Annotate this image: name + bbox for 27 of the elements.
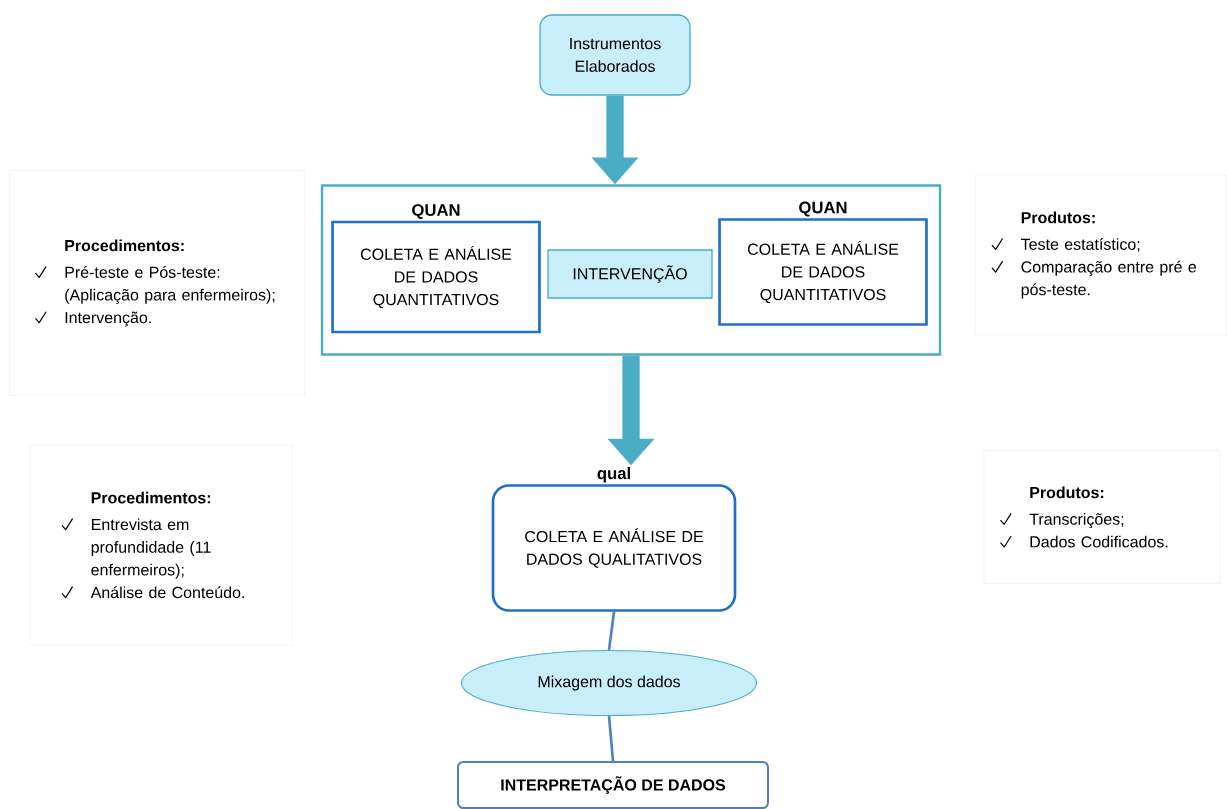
list-item: Pré-teste e Pós-teste: (Aplicação para enfermeiros);	[65, 266, 275, 304]
rounded-box: Instrumentos Elaborados	[539, 14, 691, 96]
list-item: Intervenção.	[65, 311, 151, 327]
process-box: INTERVENÇÃO	[547, 249, 713, 299]
ellipse-node: Mixagem dos dados	[461, 649, 757, 717]
list-item: Dados Codificados.	[1030, 535, 1168, 548]
list-item: Análise de Conteúdo.	[90, 586, 244, 599]
panel-heading: Produtos:	[1030, 486, 1104, 499]
box-heading: QUAN	[799, 201, 847, 217]
panel-heading: Produtos:	[1021, 211, 1095, 224]
process-box: COLETA E ANÁLISE DE DADOS QUALITATIVOS	[491, 484, 737, 612]
frame-box	[320, 184, 942, 356]
text-panel	[9, 170, 305, 396]
text-panel	[983, 450, 1221, 584]
text-panel	[29, 444, 293, 646]
list-item: Entrevista em profundidade (11 enfermeiros);	[91, 518, 211, 579]
text-panel	[974, 174, 1227, 336]
list-item: Transcrições;	[1029, 513, 1124, 529]
panel-heading: Procedimentos:	[91, 491, 211, 504]
process-box: COLETA E ANÁLISE DE DADOS QUANTITATIVOS	[331, 220, 541, 334]
process-box: INTERPRETAÇÃO DE DADOS	[457, 761, 769, 809]
list-item: Teste estatístico;	[1021, 238, 1140, 252]
panel-heading: Procedimentos:	[65, 239, 184, 252]
list-item: Comparação entre pré e pós-teste.	[1021, 260, 1196, 299]
box-heading: QUAN	[412, 204, 460, 220]
box-heading: qual	[597, 467, 630, 483]
process-box: COLETA E ANÁLISE DE DADOS QUANTITATIVOS	[718, 218, 928, 326]
